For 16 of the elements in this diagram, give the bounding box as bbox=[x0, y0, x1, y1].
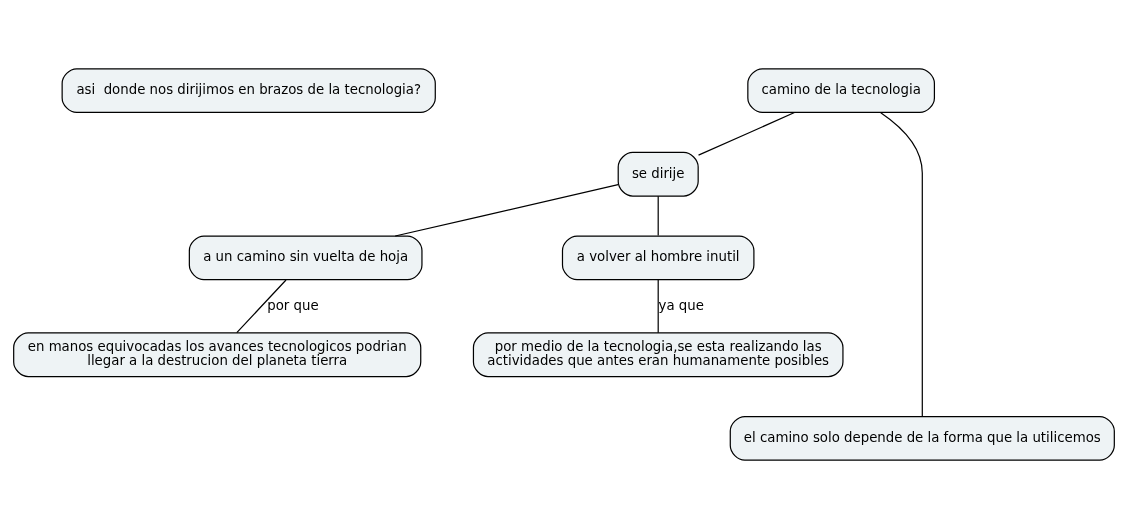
connector bbox=[394, 184, 619, 237]
node-box: camino de la tecnologia bbox=[747, 68, 935, 114]
connector bbox=[236, 279, 287, 334]
edge-label: por que bbox=[267, 297, 319, 313]
node-box: a volver al hombre inutil bbox=[561, 235, 755, 281]
connector bbox=[657, 279, 659, 334]
connector bbox=[880, 112, 923, 418]
node-box: se dirije bbox=[617, 151, 699, 197]
edge-label: ya que bbox=[658, 297, 704, 313]
node-box: a un camino sin vuelta de hoja bbox=[188, 235, 423, 281]
node-box: el camino solo depende de la forma que la utilicemos bbox=[729, 415, 1115, 461]
node-box: asi donde nos dirijimos en brazos de la tecnologia? bbox=[61, 68, 436, 114]
connector bbox=[697, 111, 796, 156]
node-box: en manos equivocadas los avances tecnologicos podrian llegar a la destrucion del planeta tierra bbox=[13, 332, 422, 378]
connector bbox=[657, 195, 659, 237]
node-box: por medio de la tecnologia,se esta realizando las actividades que antes eran humanamente posibles bbox=[472, 332, 844, 378]
